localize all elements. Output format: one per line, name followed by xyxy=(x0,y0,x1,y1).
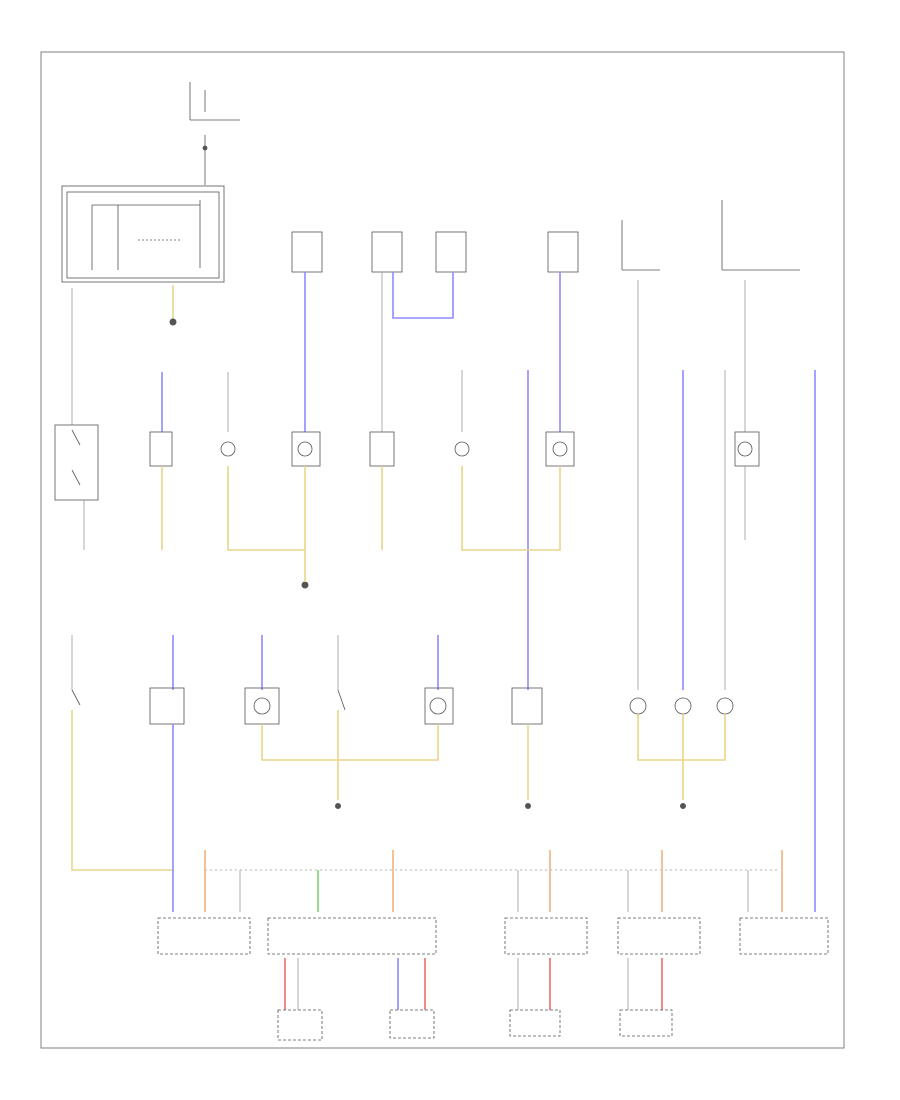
submodule-boxes xyxy=(277,1009,673,1041)
diagram-frame xyxy=(40,51,845,1049)
top-components xyxy=(291,200,800,273)
row2-components xyxy=(71,687,734,725)
row1-output-wires xyxy=(83,466,746,582)
feed-wires-row2 xyxy=(71,635,439,690)
ground-top xyxy=(169,318,309,589)
bottom-modules xyxy=(157,917,829,955)
grounds-row2 xyxy=(335,803,686,809)
bus-drops xyxy=(204,850,783,912)
ignition-switch-box xyxy=(61,185,225,283)
submodule-wires xyxy=(284,958,663,1010)
feed-wires-row1 xyxy=(71,272,816,912)
row2-output-wires xyxy=(71,710,726,912)
row1-components xyxy=(54,424,760,501)
fuse-box-top xyxy=(189,82,240,185)
